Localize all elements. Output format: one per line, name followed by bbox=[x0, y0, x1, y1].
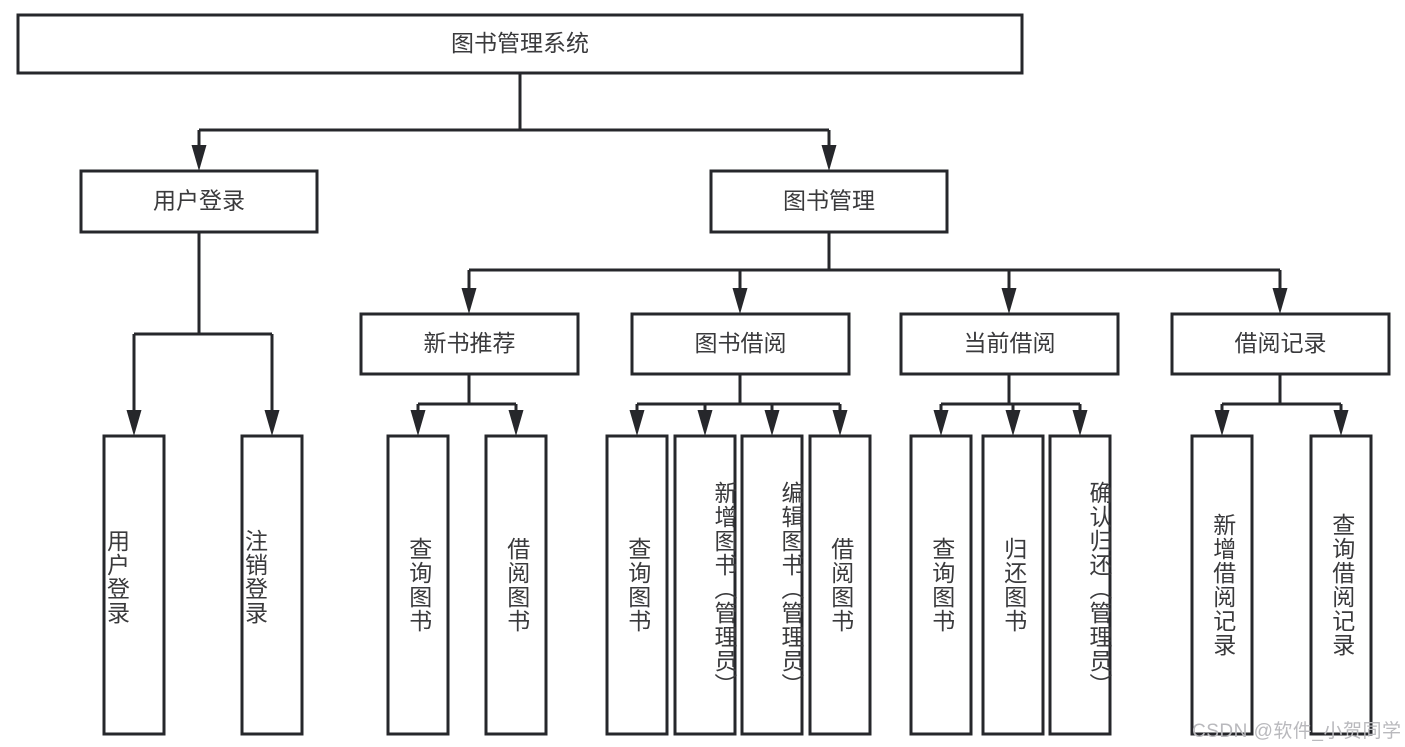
connector-layer bbox=[126, 73, 1349, 436]
arrow-head-icon bbox=[1001, 288, 1017, 314]
node-box-leaf-add-record[interactable] bbox=[1190, 434, 1254, 736]
arrow-head-icon bbox=[1072, 410, 1088, 436]
arrow-head-icon bbox=[1333, 410, 1349, 436]
node-box-leaf-confirm-return[interactable] bbox=[1048, 434, 1112, 736]
node-box-leaf-borrow-book-2[interactable] bbox=[808, 434, 872, 736]
connector-currentborrow-to-leaves bbox=[933, 374, 1088, 436]
node-box-book-borrow[interactable] bbox=[630, 312, 851, 376]
node-label-book-borrow: 图书借阅 bbox=[695, 330, 787, 356]
arrow-head-icon bbox=[264, 410, 280, 436]
node-box-leaf-add-book[interactable] bbox=[673, 434, 737, 736]
node-box-current-borrow[interactable] bbox=[899, 312, 1120, 376]
arrow-head-icon bbox=[697, 410, 713, 436]
csdn-watermark: CSDN @软件_小贺同学 bbox=[1192, 721, 1402, 742]
arrow-head-icon bbox=[410, 410, 426, 436]
connector-bookborrow-to-leaves bbox=[629, 374, 848, 436]
arrow-head-icon bbox=[933, 410, 949, 436]
node-box-leaf-query-book-2[interactable] bbox=[605, 434, 669, 736]
arrow-head-icon bbox=[1214, 410, 1230, 436]
arrow-head-icon bbox=[1272, 288, 1288, 314]
arrow-head-icon bbox=[126, 410, 142, 436]
node-label-current-borrow: 当前借阅 bbox=[964, 330, 1056, 356]
arrow-head-icon bbox=[629, 410, 645, 436]
node-box-book-manage[interactable] bbox=[709, 169, 949, 234]
node-box-leaf-borrow-book-1[interactable] bbox=[484, 434, 548, 736]
arrow-head-icon bbox=[832, 410, 848, 436]
connector-newbookrec-to-leaves bbox=[410, 374, 524, 436]
node-label-user-login: 用户登录 bbox=[153, 188, 245, 214]
arrow-head-icon bbox=[732, 288, 748, 314]
node-box-new-book-rec[interactable] bbox=[359, 312, 580, 376]
connector-userlogin-to-leaves bbox=[126, 232, 280, 436]
arrow-head-icon bbox=[191, 145, 207, 171]
node-box-root[interactable] bbox=[16, 13, 1024, 75]
node-label-root: 图书管理系统 bbox=[451, 30, 589, 56]
connector-root-to-level2 bbox=[191, 73, 837, 171]
arrow-head-icon bbox=[508, 410, 524, 436]
connector-borrowrecord-to-leaves bbox=[1214, 374, 1349, 436]
node-box-layer bbox=[16, 13, 1391, 736]
node-box-leaf-logout[interactable] bbox=[240, 434, 304, 736]
node-box-leaf-query-record[interactable] bbox=[1309, 434, 1373, 736]
arrow-head-icon bbox=[1005, 410, 1021, 436]
node-box-leaf-user-login[interactable] bbox=[102, 434, 166, 736]
node-label-new-book-rec: 新书推荐 bbox=[424, 330, 516, 356]
node-label-book-manage: 图书管理 bbox=[783, 188, 875, 214]
node-box-user-login[interactable] bbox=[79, 169, 319, 234]
arrow-head-icon bbox=[461, 288, 477, 314]
node-box-leaf-query-book-3[interactable] bbox=[909, 434, 973, 736]
arrow-head-icon bbox=[821, 145, 837, 171]
arrow-head-icon bbox=[764, 410, 780, 436]
node-box-leaf-edit-book[interactable] bbox=[740, 434, 804, 736]
node-label-borrow-record: 借阅记录 bbox=[1235, 330, 1327, 356]
node-box-borrow-record[interactable] bbox=[1170, 312, 1391, 376]
node-box-leaf-query-book-1[interactable] bbox=[386, 434, 450, 736]
node-box-leaf-return-book[interactable] bbox=[981, 434, 1045, 736]
connector-bookmanage-to-level3 bbox=[461, 232, 1288, 314]
